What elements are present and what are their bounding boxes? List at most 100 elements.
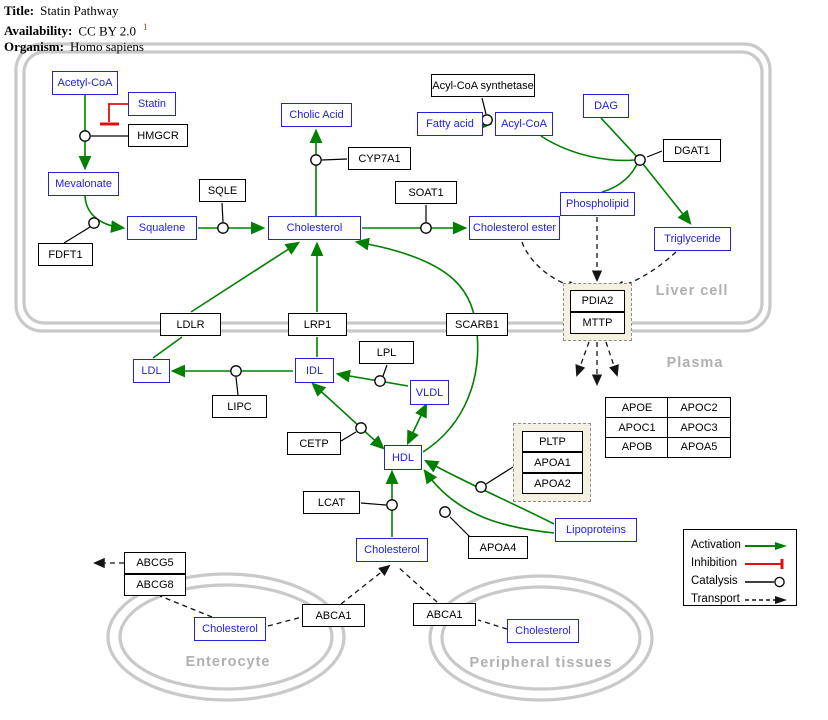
node-apoa4[interactable]: APOA4 <box>468 536 528 559</box>
node-phospholipid[interactable]: Phospholipid <box>560 192 635 216</box>
node-apoa5[interactable]: APOA5 <box>667 436 731 458</box>
edge-junction-to-phospholipid <box>601 163 638 193</box>
node-hdl[interactable]: HDL <box>384 445 422 470</box>
node-squalene[interactable]: Squalene <box>127 216 197 240</box>
title-label: Title: <box>4 3 35 18</box>
edge-cholenterocyte-to-abca1 <box>267 616 303 627</box>
node-cholesterol-ester[interactable]: Cholesterol ester <box>469 216 560 240</box>
availability-value: CC BY 2.0 <box>78 23 137 39</box>
node-acetyl-coa[interactable]: Acetyl-CoA <box>52 71 118 95</box>
edge-cetp-catalysis <box>340 431 357 442</box>
node-vldl[interactable]: VLDL <box>410 380 449 405</box>
node-apoc2[interactable]: APOC2 <box>667 397 731 419</box>
legend-transport-sample-icon <box>743 593 789 605</box>
node-triglyceride[interactable]: Triglyceride <box>654 227 731 251</box>
node-abcg5[interactable]: ABCG5 <box>124 552 186 574</box>
compartment-label-enterocyte: Enterocyte <box>185 654 271 670</box>
node-fdft1[interactable]: FDFT1 <box>38 243 93 266</box>
node-acyl-coa-synthetase[interactable]: Acyl-CoA synthetase <box>431 74 535 97</box>
organism-label: Organism: <box>4 39 64 55</box>
edge-acylcoa-to-junction <box>540 135 635 162</box>
header-availability-row: Availability: CC BY 2.0 1 <box>4 19 148 39</box>
node-dag[interactable]: DAG <box>583 94 629 118</box>
node-fatty-acid[interactable]: Fatty acid <box>417 112 483 136</box>
node-lipc[interactable]: LIPC <box>212 395 267 418</box>
node-apoa1[interactable]: APOA1 <box>522 452 583 473</box>
node-statin[interactable]: Statin <box>128 92 176 116</box>
node-cetp[interactable]: CETP <box>287 432 341 455</box>
edge-hmgcr-catalysis-circle <box>79 130 91 142</box>
node-cholesterol-enterocyte[interactable]: Cholesterol <box>194 617 266 641</box>
liver-cell-membrane-outer <box>14 42 772 333</box>
edge-sqle-catalysis <box>221 202 224 223</box>
node-apoa2[interactable]: APOA2 <box>522 473 583 494</box>
node-cholic-acid[interactable]: Cholic Acid <box>281 103 352 127</box>
edge-ldl-ldlr-link <box>152 336 183 359</box>
node-abcg8[interactable]: ABCG8 <box>124 574 186 596</box>
legend-item-catalysis: Catalysis <box>691 572 789 590</box>
edge-lpl-catalysis-circle <box>374 375 386 387</box>
edge-cholenterocyte-to-abcg8 <box>159 595 213 618</box>
edge-vldl-hdl-exchange <box>406 402 428 446</box>
edge-lipc-catalysis <box>235 376 239 396</box>
edge-lipoproteins-to-hdl-upper <box>423 459 555 525</box>
compartment-label-liver-cell: Liver cell <box>655 283 729 299</box>
node-cholesterol-plasma[interactable]: Cholesterol <box>356 538 428 562</box>
node-hmgcr[interactable]: HMGCR <box>128 124 188 147</box>
node-acyl-coa[interactable]: Acyl-CoA <box>495 112 553 136</box>
legend-label-catalysis: Catalysis <box>691 575 738 587</box>
edge-vldl-to-idl <box>335 369 409 387</box>
node-apoe[interactable]: APOE <box>605 397 669 419</box>
availability-label: Availability: <box>4 23 73 39</box>
node-lpl[interactable]: LPL <box>359 341 414 364</box>
edge-lipc-catalysis-circle <box>230 365 242 377</box>
node-pltp[interactable]: PLTP <box>522 431 583 452</box>
node-pdia2[interactable]: PDIA2 <box>570 290 625 312</box>
edge-complex-secretion-left <box>575 341 590 377</box>
node-abca1-enterocyte[interactable]: ABCA1 <box>302 604 365 627</box>
node-mttp[interactable]: MTTP <box>570 312 625 334</box>
edge-pltp-complex-catalysis-circle <box>475 481 487 493</box>
header-organism-row: Organism:Homo sapiens <box>4 39 148 55</box>
node-ldl[interactable]: LDL <box>133 359 170 383</box>
node-cholesterol-liver[interactable]: Cholesterol <box>268 216 361 240</box>
node-cyp7a1[interactable]: CYP7A1 <box>348 147 411 170</box>
edge-ester-to-complex <box>521 241 580 291</box>
node-abca1-peripheral[interactable]: ABCA1 <box>413 603 476 626</box>
legend-item-transport: Transport <box>691 590 789 608</box>
node-dgat1[interactable]: DGAT1 <box>663 139 721 162</box>
node-apoc3[interactable]: APOC3 <box>667 417 731 439</box>
node-soat1[interactable]: SOAT1 <box>395 181 457 204</box>
node-scarb1[interactable]: SCARB1 <box>446 313 508 336</box>
availability-footnote[interactable]: 1 <box>143 22 148 32</box>
node-mevalonate[interactable]: Mevalonate <box>48 172 119 196</box>
node-cholesterol-peripheral[interactable]: Cholesterol <box>507 619 579 643</box>
node-apob[interactable]: APOB <box>605 436 669 458</box>
compartment-label-plasma: Plasma <box>666 355 724 371</box>
legend-label-inhibition: Inhibition <box>691 557 738 569</box>
legend-activation-sample-icon <box>743 539 789 551</box>
node-lipoproteins[interactable]: Lipoproteins <box>555 518 637 542</box>
node-lrp1[interactable]: LRP1 <box>288 313 347 336</box>
edge-lipoproteins-to-hdl-lower <box>423 469 555 534</box>
legend-inhibition-sample-icon <box>743 557 789 569</box>
legend-item-inhibition: Inhibition <box>691 554 789 572</box>
edge-abca1ent-to-cholplasma <box>340 564 391 605</box>
edge-lcat-catalysis <box>360 502 387 506</box>
edge-lcat-catalysis-circle <box>386 499 398 511</box>
edge-abca1per-to-cholplasma <box>396 565 438 603</box>
node-ldlr[interactable]: LDLR <box>160 313 221 336</box>
node-lcat[interactable]: LCAT <box>303 491 360 514</box>
edge-idl-hdl-exchange <box>311 382 385 450</box>
title-value: Statin Pathway <box>40 3 119 18</box>
edge-dgat1-catalysis <box>646 150 663 158</box>
enterocyte-membrane-inner <box>118 583 334 691</box>
node-sqle[interactable]: SQLE <box>199 179 246 202</box>
edge-ldlr-to-cholesterol <box>190 241 301 313</box>
edge-cetp-catalysis-circle <box>355 422 367 434</box>
node-apoc1[interactable]: APOC1 <box>605 417 669 439</box>
node-idl[interactable]: IDL <box>295 358 334 383</box>
